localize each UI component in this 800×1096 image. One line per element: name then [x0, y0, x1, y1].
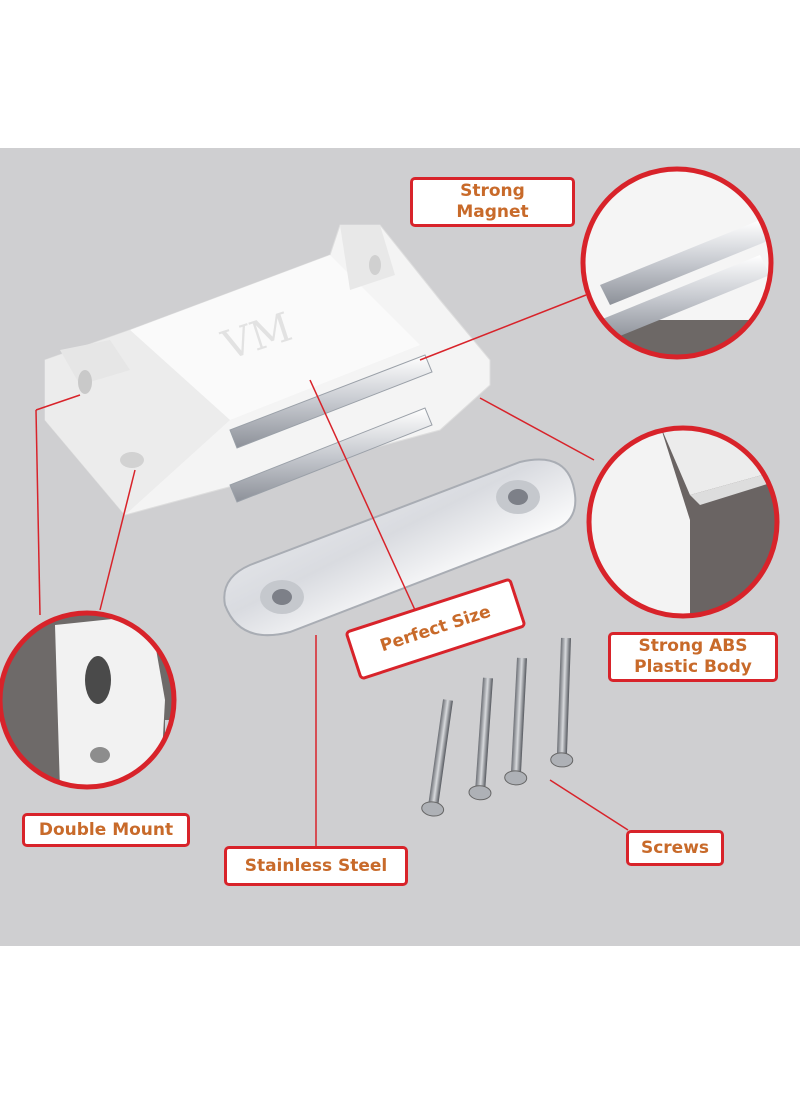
callout-double-mount: Double Mount	[22, 813, 190, 847]
leader-lines	[35, 294, 629, 848]
callout-strong-magnet: Strong Magnet	[410, 177, 575, 227]
zoom-circle-double-mount	[0, 610, 177, 790]
zoom-circle-abs-body	[586, 425, 780, 619]
screws	[421, 637, 574, 817]
magnet-bars	[229, 354, 433, 503]
callout-stainless-steel: Stainless Steel	[224, 846, 408, 886]
callout-strong-abs-body: Strong ABS Plastic Body	[608, 632, 778, 682]
steel-strike-plate	[223, 458, 577, 637]
callout-screws: Screws	[626, 830, 724, 866]
zoom-circle-magnet	[580, 166, 774, 360]
